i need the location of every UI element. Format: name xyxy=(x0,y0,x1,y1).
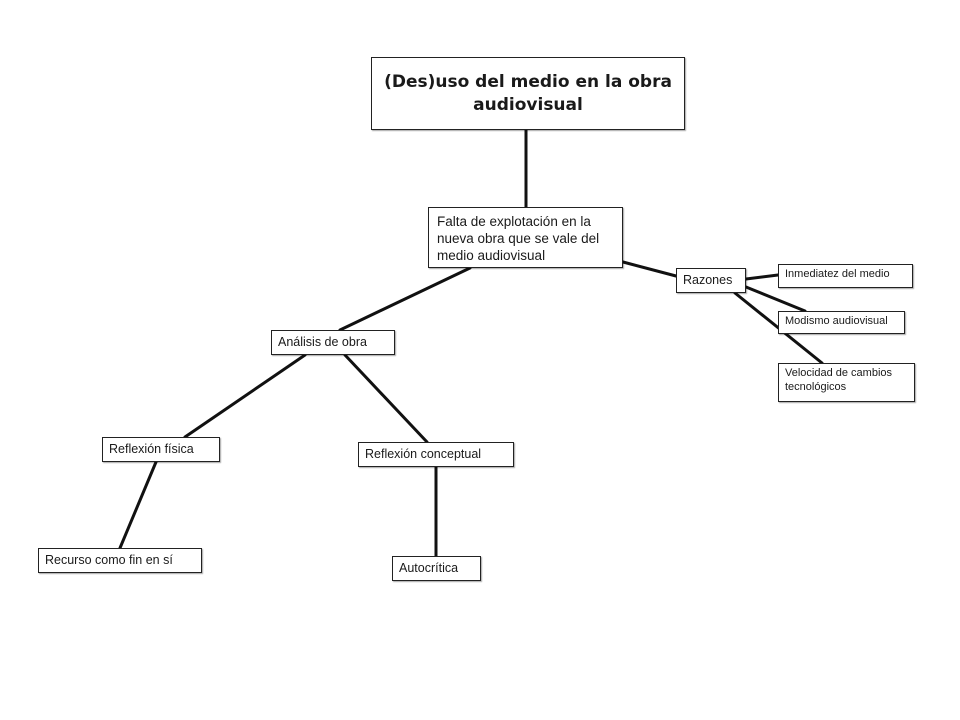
analisis-node: Análisis de obra xyxy=(271,330,395,355)
fisica-label: Reflexión física xyxy=(109,442,194,456)
modismo-node: Modismo audiovisual xyxy=(778,311,905,334)
edge-falta-analisis xyxy=(338,266,472,332)
velocidad-node: Velocidad de cambios tecnológicos xyxy=(778,363,915,402)
falta-line-2: nueva obra que se vale del xyxy=(437,230,600,246)
falta-line-1: Falta de explotación en la xyxy=(437,214,591,229)
autocritica-node: Autocrítica xyxy=(392,556,481,581)
falta-node: Falta de explotación en la nueva obra qu… xyxy=(428,207,623,268)
autocritica-label: Autocrítica xyxy=(399,561,459,575)
fisica-node: Reflexión física xyxy=(102,437,220,462)
title-line-2: audiovisual xyxy=(473,94,583,115)
title-node: (Des)uso del medio en la obra audiovisua… xyxy=(371,57,685,130)
inmediatez-label: Inmediatez del medio xyxy=(785,268,890,280)
razones-label: Razones xyxy=(683,273,733,287)
edge-razones-modismo xyxy=(744,285,807,313)
analisis-label: Análisis de obra xyxy=(278,335,367,349)
edge-fisica-recurso xyxy=(118,460,158,550)
recurso-label: Recurso como fin en sí xyxy=(45,553,173,567)
edge-razones-inmediatez xyxy=(744,273,780,281)
velocidad-line-1: Velocidad de cambios xyxy=(785,367,893,379)
edge-analisis-conceptual xyxy=(343,353,429,444)
edge-falta-razones xyxy=(621,260,678,278)
conceptual-label: Reflexión conceptual xyxy=(365,447,482,461)
conceptual-node: Reflexión conceptual xyxy=(358,442,514,467)
edge-analisis-fisica xyxy=(183,353,307,439)
razones-node: Razones xyxy=(676,268,746,293)
title-line-1: (Des)uso del medio en la obra xyxy=(384,72,672,93)
velocidad-line-2: tecnológicos xyxy=(785,380,847,393)
falta-line-3: medio audiovisual xyxy=(437,247,546,263)
modismo-label: Modismo audiovisual xyxy=(785,315,888,327)
inmediatez-node: Inmediatez del medio xyxy=(778,264,913,288)
recurso-node: Recurso como fin en sí xyxy=(38,548,202,573)
